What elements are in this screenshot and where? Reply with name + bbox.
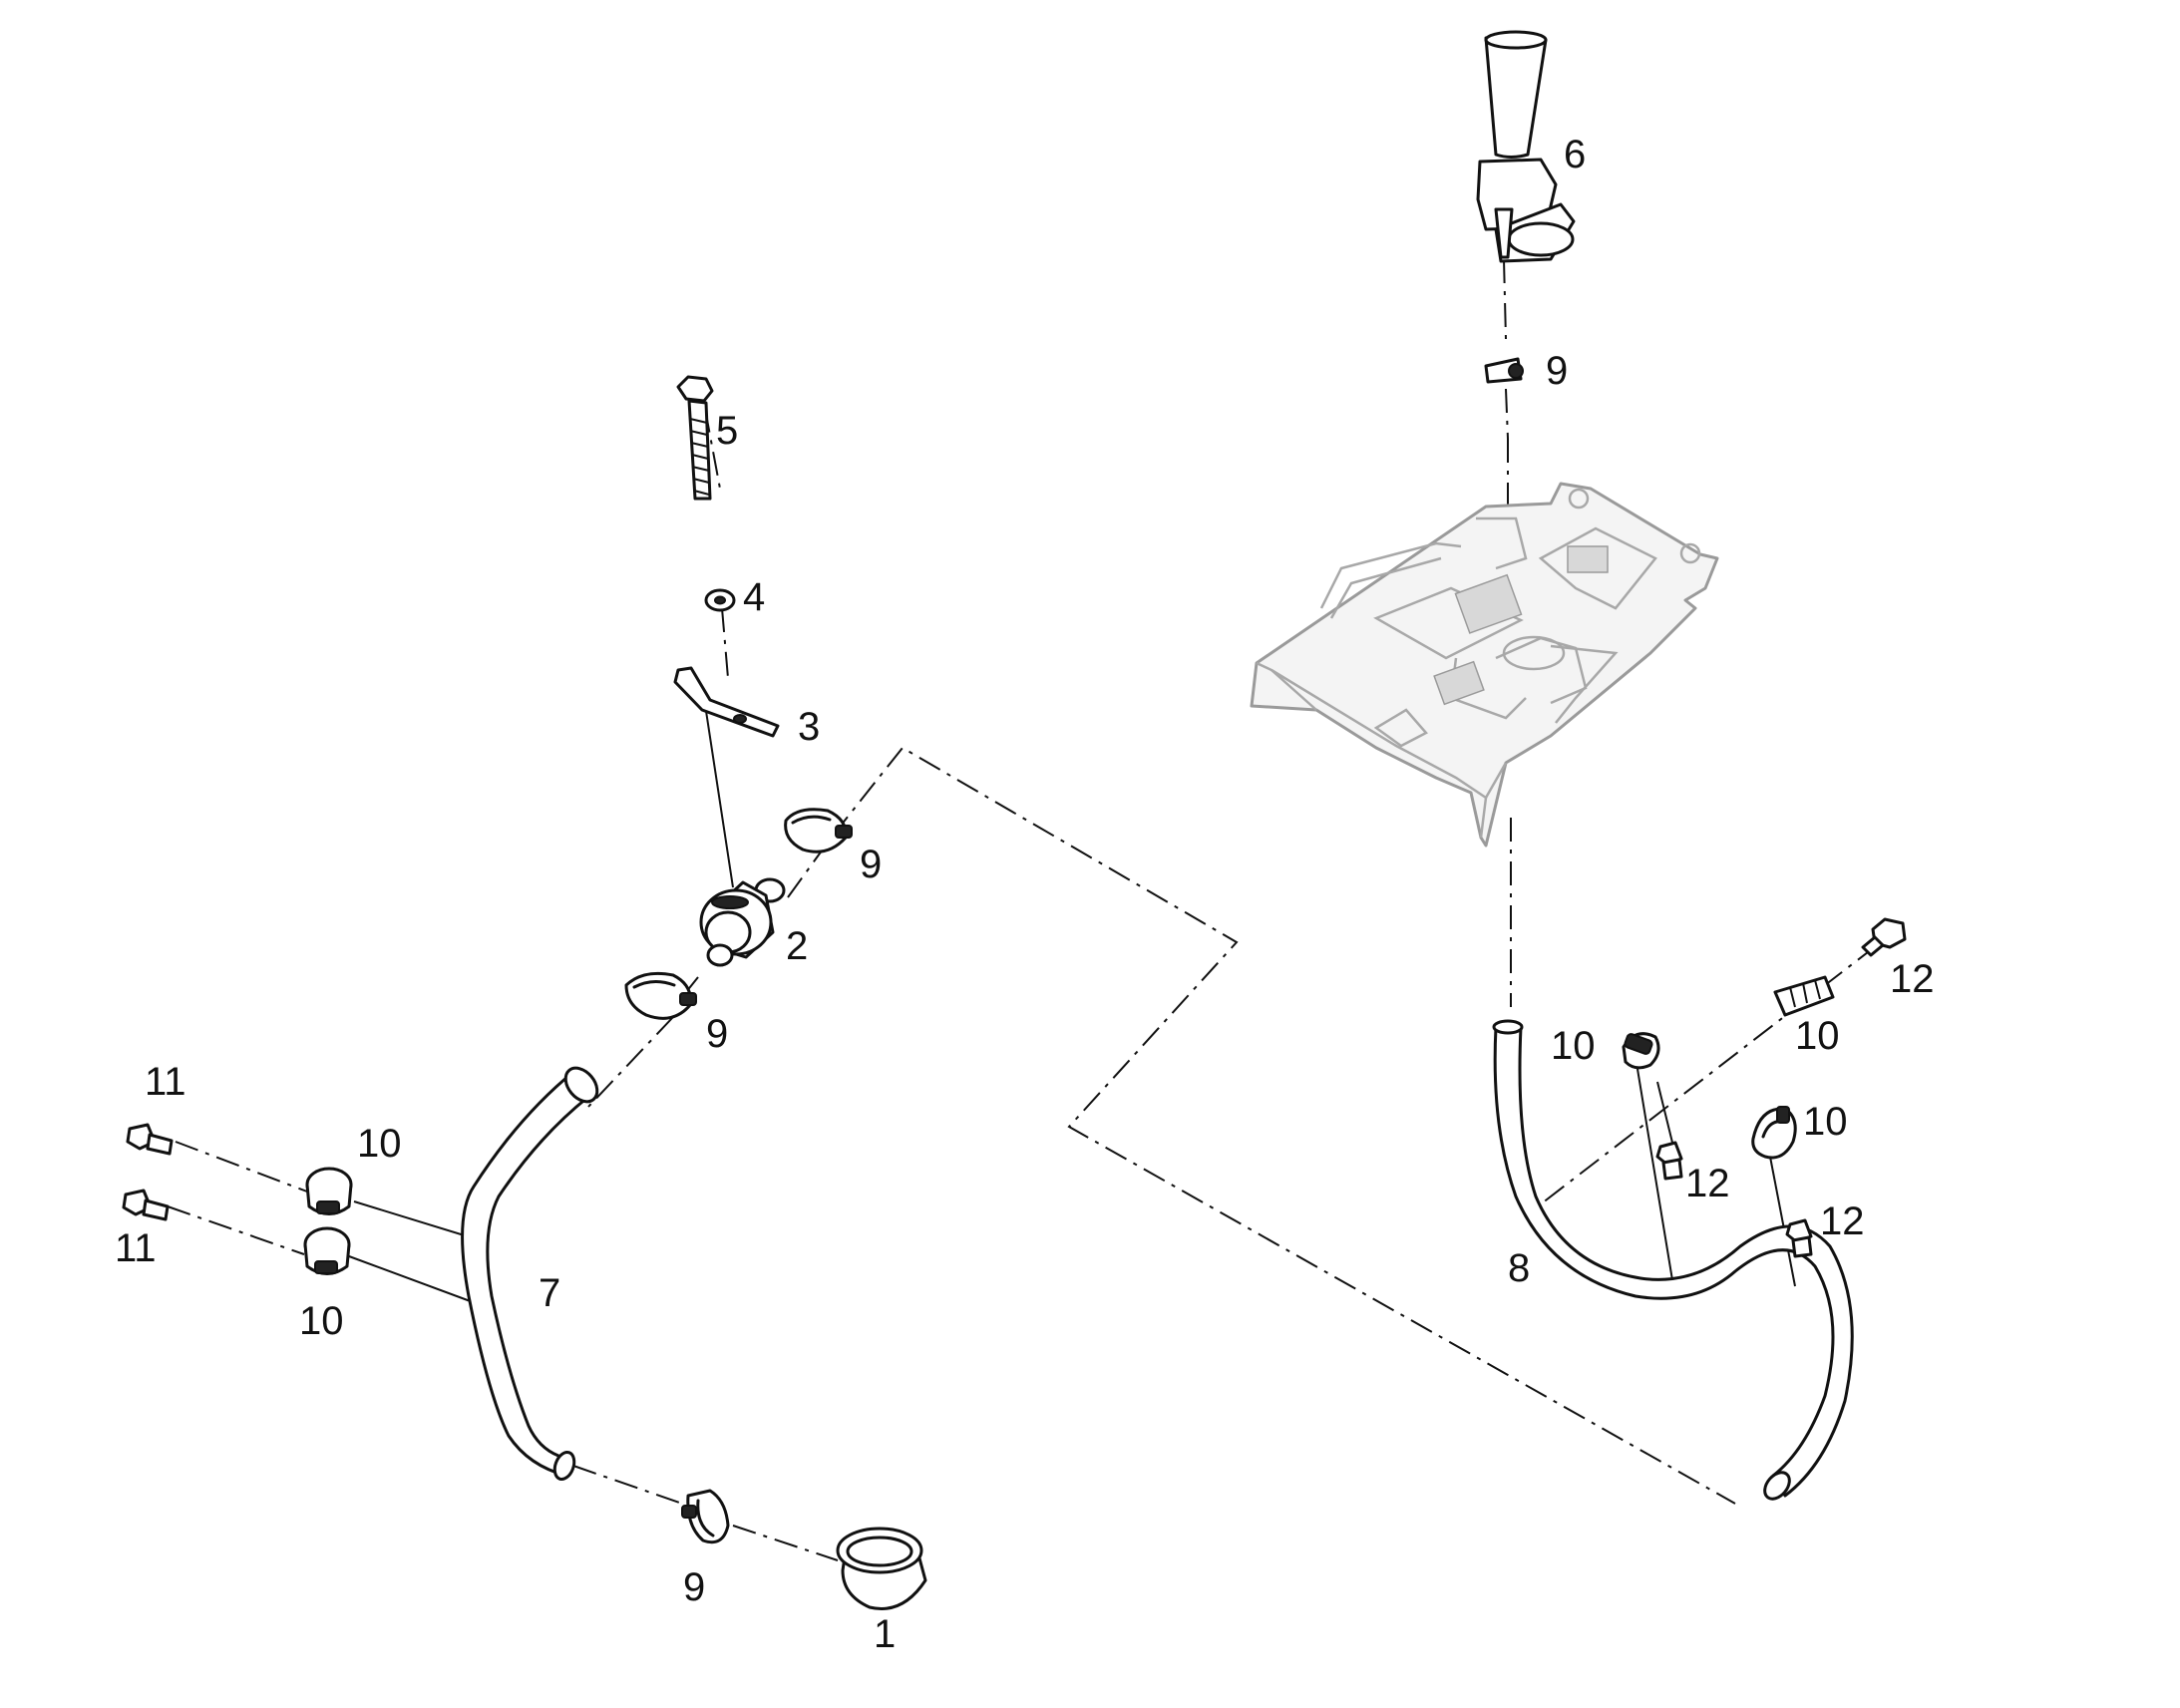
part-12-screw-a (1861, 917, 1907, 957)
callout-6: 6 (1564, 133, 1586, 176)
part-9-clamp-lower (624, 971, 697, 1020)
part-10-clamp-right-1 (1622, 1032, 1660, 1070)
callout-1: 1 (874, 1612, 896, 1656)
callout-2: 2 (786, 924, 808, 968)
callout-11-a: 11 (145, 1060, 186, 1104)
callout-9-upper: 9 (860, 843, 882, 886)
part-8-hose (1492, 1019, 1854, 1501)
callout-12-a: 12 (1890, 957, 1935, 1001)
part-10-clamp-right-3 (1751, 1106, 1797, 1160)
callout-10-left-2: 10 (299, 1299, 344, 1343)
callout-10-left-1: 10 (357, 1122, 402, 1166)
part-12-screw-c (1785, 1218, 1813, 1258)
part-9-clamp-bottom (681, 1489, 730, 1544)
callout-10-right-2: 10 (1795, 1014, 1840, 1058)
callout-labels: 1 2 3 4 5 6 7 8 9 9 9 9 10 10 10 10 10 1… (115, 133, 1935, 1656)
part-5-bolt (676, 375, 714, 501)
part-3-bracket (673, 666, 780, 738)
part-7-hose (461, 1066, 599, 1482)
part-6-tank (1476, 30, 1576, 263)
assembly-leader-lines (167, 258, 1878, 1561)
callout-5: 5 (716, 409, 738, 453)
callout-3: 3 (798, 705, 820, 749)
callout-10-right-3: 10 (1803, 1100, 1848, 1144)
operator-platform (1250, 482, 1719, 848)
callout-4: 4 (743, 575, 765, 619)
callout-9-bottom: 9 (683, 1565, 705, 1609)
callout-8: 8 (1508, 1246, 1530, 1290)
part-10-clamp-right-2 (1773, 975, 1835, 1017)
part-11-screw-a (126, 1123, 174, 1156)
callout-12-c: 12 (1820, 1199, 1865, 1243)
part-9-clamp-top (1484, 357, 1524, 384)
callout-11-b: 11 (115, 1226, 157, 1270)
part-1-cap (836, 1527, 927, 1610)
part-4-washer (704, 588, 736, 612)
part-12-screw-b (1655, 1141, 1683, 1181)
callout-9-lower: 9 (706, 1012, 728, 1056)
part-2-valve (699, 877, 786, 967)
callout-9-top: 9 (1546, 349, 1568, 393)
part-10-clamp-left-2 (303, 1226, 351, 1275)
part-10-clamp-left-1 (305, 1167, 353, 1215)
part-9-clamp-upper (784, 808, 853, 854)
callout-12-b: 12 (1685, 1162, 1730, 1205)
callout-7: 7 (539, 1271, 560, 1315)
part-11-screw-b (122, 1189, 170, 1221)
callout-10-right-1: 10 (1551, 1024, 1596, 1068)
